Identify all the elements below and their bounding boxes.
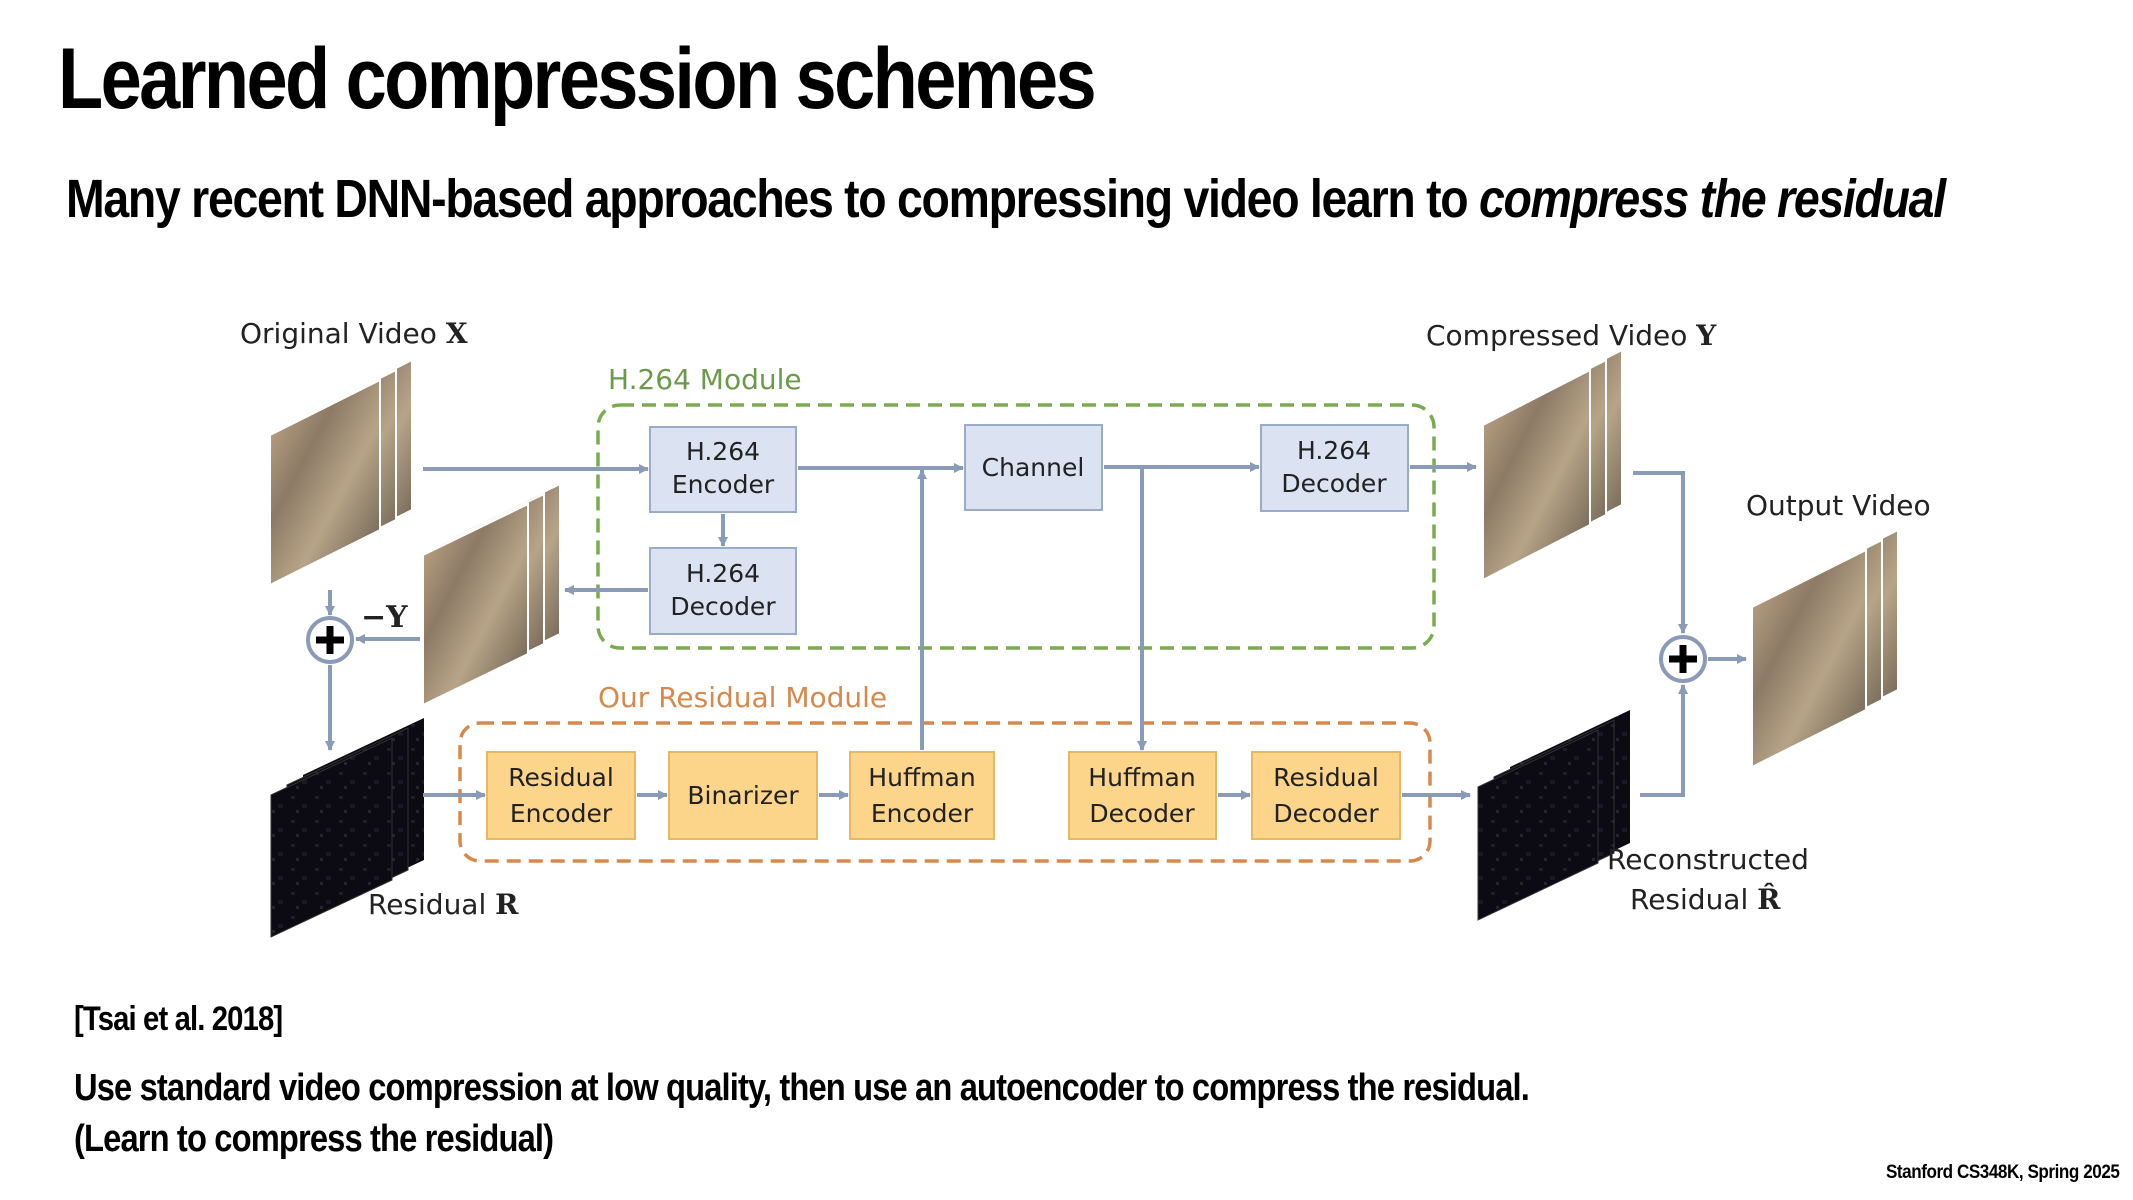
h264-decoder-top-box: H.264 Decoder xyxy=(1260,424,1409,512)
residual-encoder-line2: Encoder xyxy=(510,799,613,828)
h264-decoder-inner-line1: H.264 xyxy=(686,559,760,588)
residual-module-frame xyxy=(458,721,1432,863)
h264-decoder-inner-box: H.264 Decoder xyxy=(649,547,797,635)
citation: [Tsai et al. 2018] xyxy=(74,1000,283,1038)
residual-decoder-line2: Decoder xyxy=(1273,799,1379,828)
residual-decoder-line1: Residual xyxy=(1273,763,1379,792)
arrow-compressed-to-output-sum xyxy=(1633,471,1688,634)
course-footer: Stanford CS348K, Spring 2025 xyxy=(1885,1162,2119,1183)
summary-line-1: Use standard video compression at low qu… xyxy=(74,1067,1530,1109)
residual-sum-node xyxy=(306,616,354,664)
binarizer-box: Binarizer xyxy=(668,751,818,840)
compressed-video-frames xyxy=(1482,348,1623,582)
original-video-frames xyxy=(269,358,413,587)
huffman-encoder-line1: Huffman xyxy=(868,763,975,792)
residual-label: Residual R xyxy=(368,888,519,921)
channel-box: Channel xyxy=(964,424,1103,511)
compressed-video-label: Compressed Video Y xyxy=(1426,319,1717,352)
huffman-decoder-line1: Huffman xyxy=(1088,763,1195,792)
reconstructed-label-line2: Residual R̂ xyxy=(1630,883,1781,916)
slide-subtitle: Many recent DNN-based approaches to comp… xyxy=(66,168,1946,230)
slide-title: Learned compression schemes xyxy=(58,31,1097,127)
huffman-decoder-line2: Decoder xyxy=(1089,799,1195,828)
h264-decoder-top-line1: H.264 xyxy=(1297,436,1371,465)
residual-module-label: Our Residual Module xyxy=(598,681,887,714)
output-sum-node xyxy=(1659,635,1707,683)
original-video-label: Original Video X xyxy=(240,317,468,350)
subtitle-text: Many recent DNN-based approaches to comp… xyxy=(66,169,1479,229)
huffman-encoder-line2: Encoder xyxy=(871,799,974,828)
reconstructed-label-line1: Reconstructed xyxy=(1607,843,1809,876)
huffman-encoder-box: Huffman Encoder xyxy=(849,751,995,840)
h264-module-label: H.264 Module xyxy=(608,363,802,396)
residual-frames xyxy=(270,718,424,938)
h264-encoder-line1: H.264 xyxy=(686,437,760,466)
residual-encoder-box: Residual Encoder xyxy=(486,751,636,840)
binarizer-label: Binarizer xyxy=(687,781,799,810)
summary-line-2: (Learn to compress the residual) xyxy=(74,1118,554,1160)
channel-label: Channel xyxy=(982,453,1085,482)
residual-decoder-box: Residual Decoder xyxy=(1251,751,1401,840)
huffman-decoder-box: Huffman Decoder xyxy=(1068,751,1217,840)
reconstructed-residual-frames xyxy=(1477,710,1630,921)
arrow-reconstructed-to-output-sum xyxy=(1640,684,1688,797)
h264-decoder-top-line2: Decoder xyxy=(1281,469,1387,498)
h264-module-frame xyxy=(596,403,1436,650)
h264-encoder-line2: Encoder xyxy=(672,470,775,499)
output-video-frames xyxy=(1751,528,1899,769)
h264-encoder-box: H.264 Encoder xyxy=(649,426,797,513)
minus-y-label: −Y xyxy=(361,600,408,635)
h264-decoder-inner-line2: Decoder xyxy=(670,592,776,621)
subtitle-emphasis: compress the residual xyxy=(1478,169,1946,229)
output-video-label: Output Video xyxy=(1746,489,1931,522)
decoded-video-frames xyxy=(422,482,561,707)
residual-encoder-line1: Residual xyxy=(508,763,614,792)
